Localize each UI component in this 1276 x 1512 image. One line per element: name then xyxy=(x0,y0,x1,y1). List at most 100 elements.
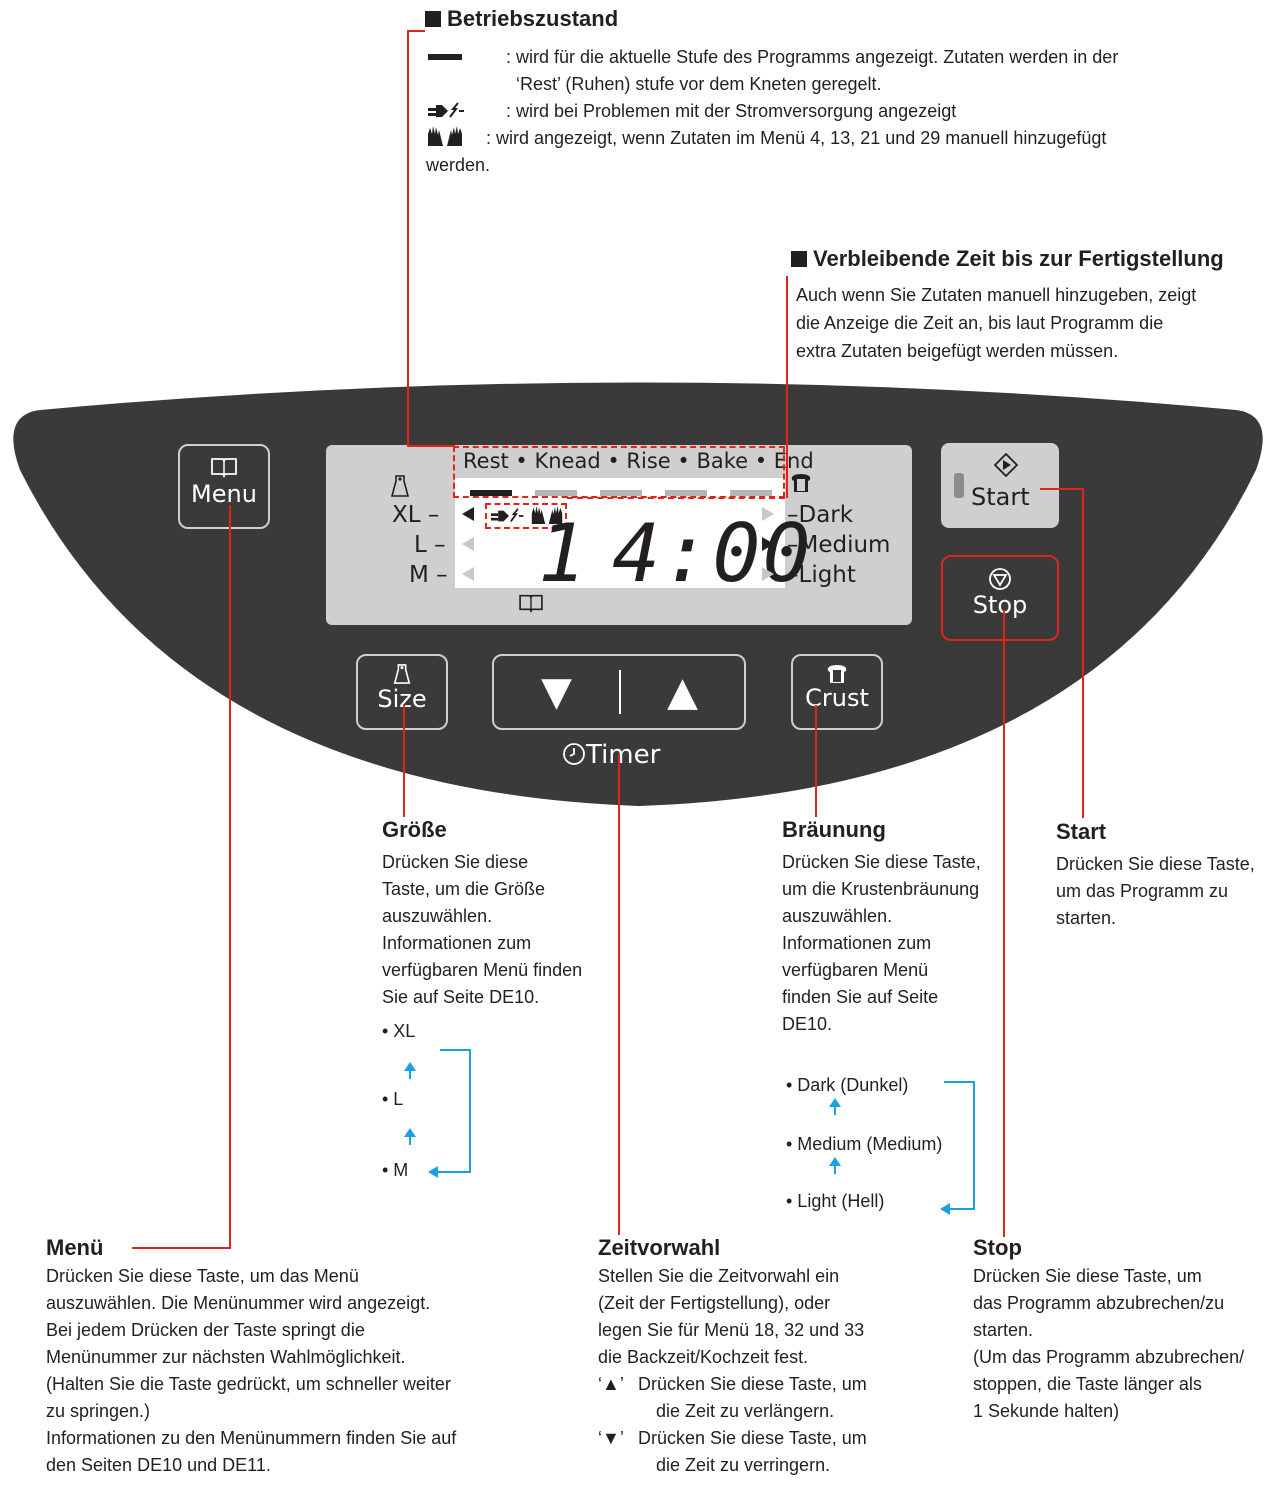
cycle-return-line xyxy=(948,1208,975,1210)
callout-line-crust xyxy=(815,705,817,817)
cycle-return-arrow-icon xyxy=(428,1166,438,1178)
remaining-heading-text: Verbleibende Zeit bis zur Fertigstellung xyxy=(813,246,1224,271)
toast-icon xyxy=(827,665,847,683)
crust-level-light: –Light xyxy=(787,562,856,588)
timer-label-text: Timer xyxy=(586,740,661,770)
cycle-return-line xyxy=(437,1171,471,1173)
timer-up-button[interactable]: ▲ xyxy=(667,669,698,715)
timer-down-button[interactable]: ▼ xyxy=(541,669,572,715)
timer-down-mark: ‘▼’ xyxy=(598,1428,624,1448)
cycle-return-arrow-icon xyxy=(940,1203,950,1215)
size-desc-line: auszuwählen. xyxy=(382,906,493,926)
menu-desc-line: den Seiten DE10 und DE11. xyxy=(46,1455,271,1475)
crust-desc-line: auszuwählen. xyxy=(782,906,893,926)
size-button[interactable]: Size xyxy=(356,654,448,730)
callout-line-size xyxy=(403,705,405,817)
size-option-m: • M xyxy=(382,1160,409,1180)
start-led-indicator xyxy=(954,473,964,498)
crust-desc-line: verfügbaren Menü xyxy=(782,960,929,980)
crust-option-light: • Light (Hell) xyxy=(786,1191,885,1211)
stage-segment xyxy=(665,490,707,496)
lcd-hands-icon xyxy=(531,506,563,524)
timer-down-text-2: die Zeit zu verringern. xyxy=(656,1455,831,1475)
size-desc-line: Sie auf Seite DE10. xyxy=(382,987,540,1007)
menu-description: Drücken Sie diese Taste, um das Menü aus… xyxy=(46,1263,456,1479)
timer-down-text-1: Drücken Sie diese Taste, um xyxy=(638,1428,867,1448)
status-bar-desc-2: ‘Rest’ (Ruhen) stufe vor dem Kneten gere… xyxy=(516,74,882,94)
timer-desc-line: die Backzeit/Kochzeit fest. xyxy=(598,1347,809,1367)
stage-callout-box xyxy=(453,446,785,498)
status-hands-desc-1: : wird angezeigt, wenn Zutaten im Menü 4… xyxy=(486,128,1107,148)
size-option-xl: • XL xyxy=(382,1021,416,1041)
cycle-up-arrow-icon xyxy=(834,1166,836,1174)
menu-desc-line: (Halten Sie die Taste gedrückt, um schne… xyxy=(46,1374,451,1394)
timer-desc-line: (Zeit der Fertigstellung), oder xyxy=(598,1293,831,1313)
stage-bar-icon xyxy=(428,54,462,60)
size-pointer-icon xyxy=(462,537,474,551)
menu-button-label: Menu xyxy=(191,480,257,508)
stop-desc-line: 1 Sekunde halten) xyxy=(973,1401,1120,1421)
toast-icon xyxy=(791,474,811,492)
cycle-return-line xyxy=(469,1049,471,1173)
cycle-up-arrow-icon xyxy=(404,1062,416,1071)
timer-desc-line: Stellen Sie die Zeitvorwahl ein xyxy=(598,1266,840,1286)
timer-up-text-1: Drücken Sie diese Taste, um xyxy=(638,1374,867,1394)
stop-desc-line: (Um das Programm abzubrechen/ xyxy=(973,1347,1245,1367)
weight-icon xyxy=(393,664,411,684)
clock-icon xyxy=(563,743,585,765)
start-desc-line: um das Programm zu xyxy=(1056,881,1229,901)
crust-pointer-active-icon xyxy=(762,537,774,551)
stop-button[interactable]: Stop xyxy=(941,555,1059,641)
time-display: 4:00 xyxy=(612,507,813,600)
square-bullet-icon xyxy=(791,251,807,267)
book-icon xyxy=(211,458,237,479)
menu-desc-line: Drücken Sie diese Taste, um das Menü xyxy=(46,1266,359,1286)
menu-desc-line: auszuwählen. Die Menünummer wird angezei… xyxy=(46,1293,431,1313)
cycle-up-arrow-icon xyxy=(404,1128,416,1137)
callout-line-status xyxy=(407,30,425,32)
start-desc-line: Drücken Sie diese Taste, xyxy=(1056,854,1255,874)
cycle-up-arrow-icon xyxy=(409,1137,411,1145)
crust-button[interactable]: Crust xyxy=(791,654,883,730)
crust-desc-line: DE10. xyxy=(782,1014,833,1034)
square-bullet-icon xyxy=(425,11,441,27)
cycle-up-arrow-icon xyxy=(829,1098,841,1107)
crust-pointer-icon xyxy=(762,567,774,581)
menu-heading: Menü xyxy=(46,1235,104,1260)
callout-line-menu xyxy=(229,505,231,1249)
menu-button[interactable]: Menu xyxy=(178,444,270,529)
callout-line-stop xyxy=(1003,610,1005,1237)
weight-icon xyxy=(390,475,410,497)
menu-desc-line: Menünummer zur nächsten Wahlmöglichkeit. xyxy=(46,1347,406,1367)
size-desc-line: Drücken Sie diese xyxy=(382,852,529,872)
start-desc-line: starten. xyxy=(1056,908,1117,928)
size-desc-line: Taste, um die Größe xyxy=(382,879,546,899)
stage-segment-active xyxy=(470,490,512,496)
status-bar-desc-1: : wird für die aktuelle Stufe des Progra… xyxy=(506,47,1119,67)
crust-desc-line: Drücken Sie diese Taste, xyxy=(782,852,981,872)
crust-desc-line: finden Sie auf Seite xyxy=(782,987,939,1007)
stop-icon xyxy=(989,568,1011,590)
size-level-m: M – xyxy=(409,562,448,588)
menu-desc-line: Bei jedem Drücken der Taste springt die xyxy=(46,1320,365,1340)
stop-desc-line: stoppen, die Taste länger als xyxy=(973,1374,1202,1394)
callout-line-status xyxy=(407,445,455,447)
crust-option-medium: • Medium (Medium) xyxy=(786,1134,943,1154)
cycle-up-arrow-icon xyxy=(409,1071,411,1079)
stop-button-label: Stop xyxy=(972,591,1028,619)
remaining-heading: Verbleibende Zeit bis zur Fertigstellung xyxy=(791,246,1224,272)
timer-desc-line: legen Sie für Menü 18, 32 und 33 xyxy=(598,1320,865,1340)
callout-line-start xyxy=(1040,488,1083,490)
status-icon-callout-box xyxy=(485,503,567,529)
callout-line-start xyxy=(1082,488,1084,818)
crust-description: Drücken Sie diese Taste, um die Krustenb… xyxy=(782,849,981,1038)
start-button[interactable]: Start xyxy=(941,443,1059,528)
callout-line-status xyxy=(407,30,409,447)
crust-heading: Bräunung xyxy=(782,817,886,842)
crust-pointer-icon xyxy=(762,507,774,521)
stage-segment xyxy=(535,490,577,496)
status-power-desc: : wird bei Problemen mit der Stromversor… xyxy=(506,101,957,121)
cycle-up-arrow-icon xyxy=(834,1107,836,1115)
callout-line-menu xyxy=(132,1247,231,1249)
start-description: Drücken Sie diese Taste, um das Programm… xyxy=(1056,851,1255,932)
